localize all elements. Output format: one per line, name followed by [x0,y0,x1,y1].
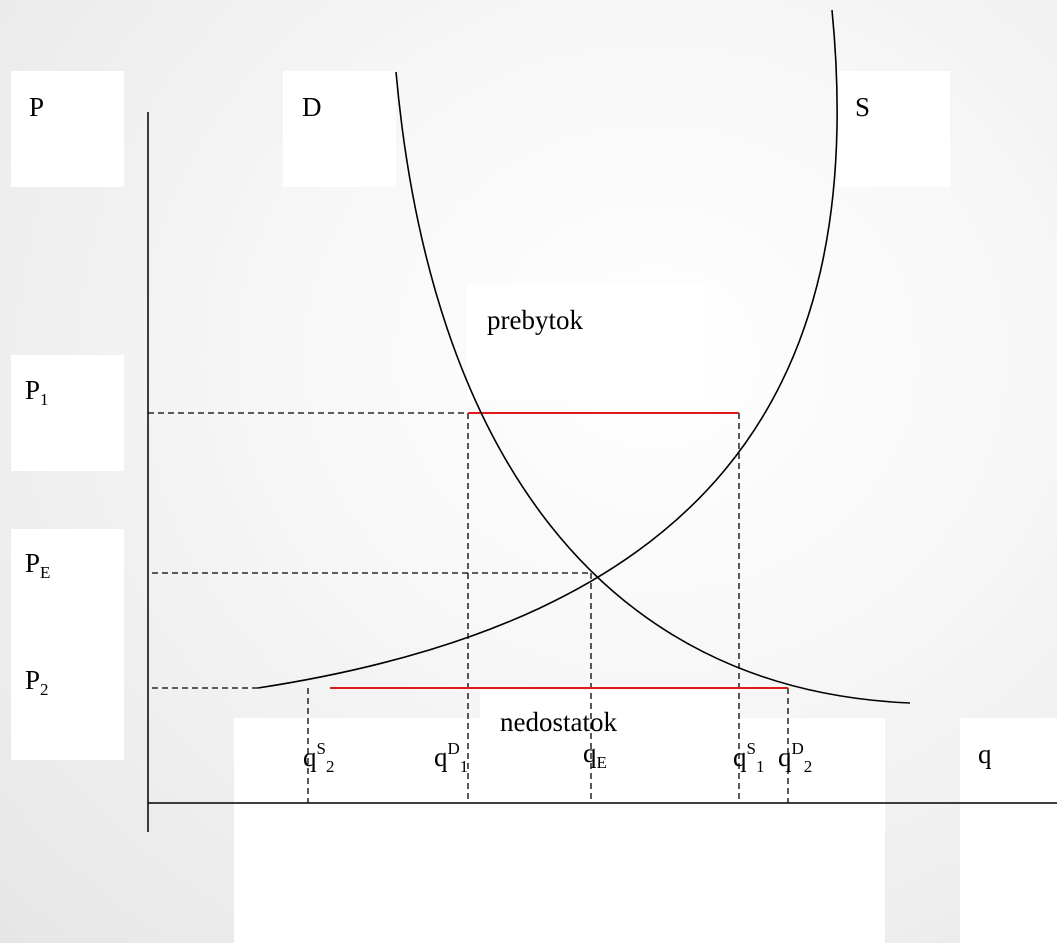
surplus-label-box [467,285,703,400]
quantity-level-qd1: qD1 [434,739,469,776]
surplus-label: prebytok [487,305,583,335]
price-level-pe: PE [25,548,51,582]
quantity-level-qs1: qS1 [733,739,765,776]
price-level-p1: P1 [25,375,49,409]
p1-label-box [11,355,124,471]
quantity-ticks-label-box [234,718,885,943]
shortage-label: nedostatok [500,707,617,737]
pe-label-box [11,529,124,645]
p2-label-box [11,645,124,760]
price-axis-label-box [11,71,124,187]
quantity-axis-label: q [978,739,992,769]
quantity-axis-label-box [960,718,1057,943]
demand-curve [395,71,911,704]
demand-curve-label: D [302,92,322,122]
price-level-p2: P2 [25,665,49,699]
demand-label-box [283,71,396,187]
quantity-level-qd2: qD2 [778,739,813,776]
quantity-level-qs2: qS2 [303,739,335,776]
quantity-level-qe: qE [583,738,607,772]
supply-curve [257,9,838,689]
supply-label-box [837,71,950,187]
supply-curve-label: S [855,92,871,122]
price-axis-label: P [29,92,45,122]
